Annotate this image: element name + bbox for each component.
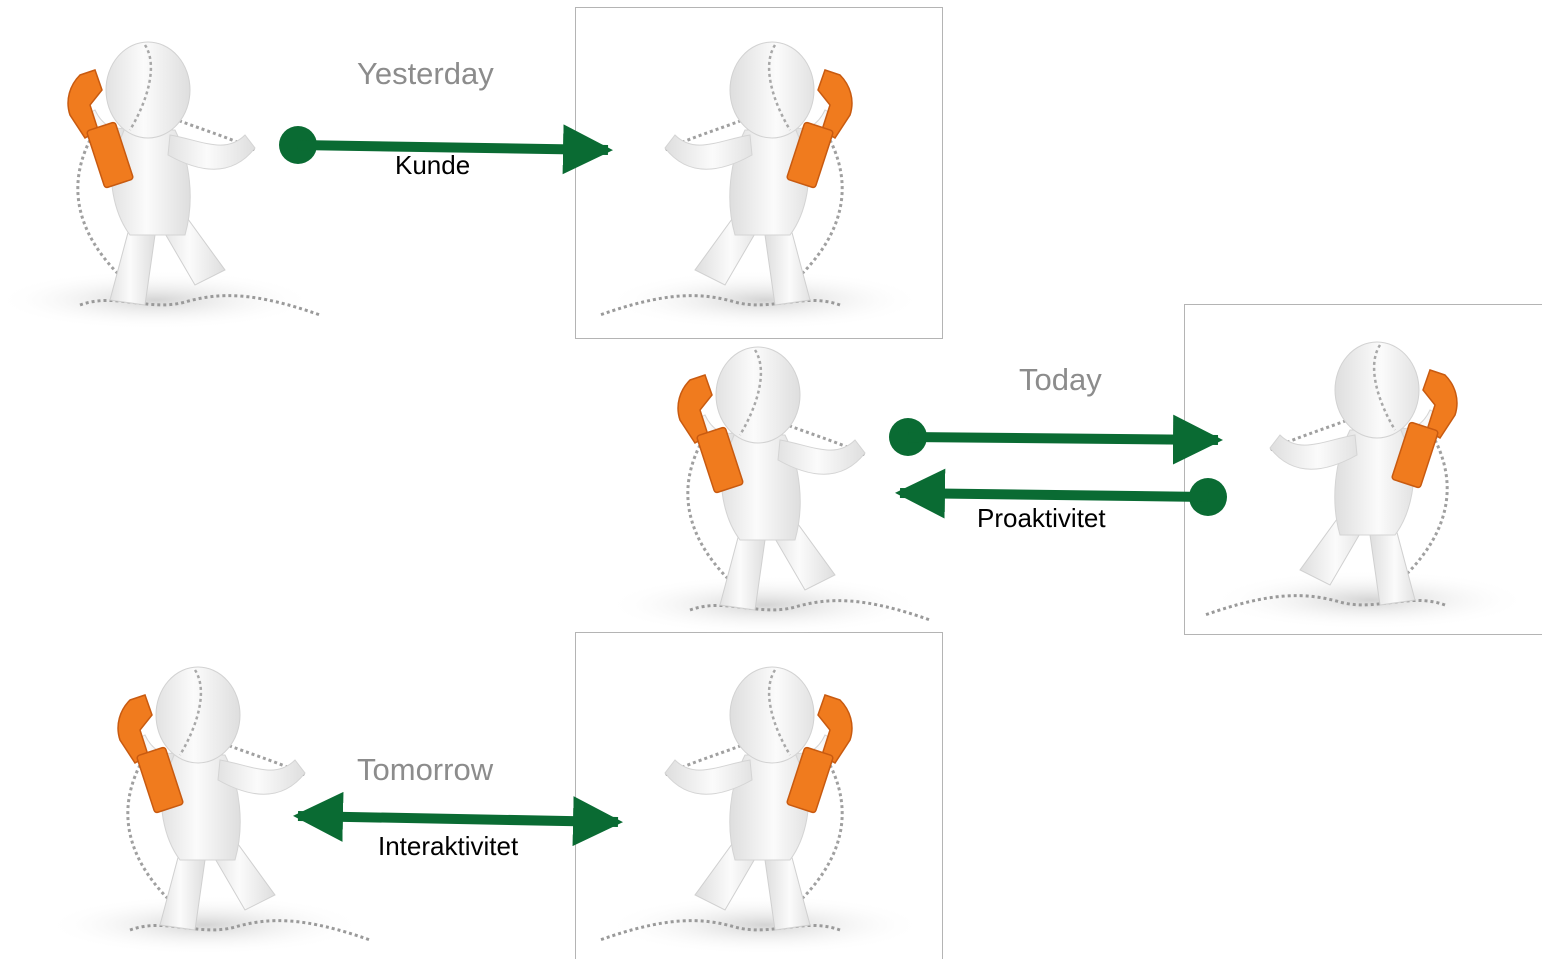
label-yesterday: Yesterday: [357, 56, 494, 91]
person-on-phone-icon: [598, 665, 927, 957]
label-kunde: Kunde: [395, 150, 471, 180]
person-on-phone-icon: [1203, 340, 1532, 632]
person-on-phone-icon: [598, 40, 927, 332]
label-tomorrow: Tomorrow: [357, 752, 494, 787]
frame-today-right: [1184, 304, 1542, 635]
arrow-today-outgoing: [889, 414, 1223, 465]
label-interaktivitet: Interaktivitet: [378, 831, 519, 861]
person-on-phone-icon: [0, 40, 322, 332]
person-on-phone-icon: [603, 345, 932, 637]
arrow-today-incoming: [895, 468, 1227, 519]
arrow-tomorrow-two-way: [293, 791, 623, 847]
person-on-phone-icon: [43, 665, 372, 957]
arrow-yesterday-one-way: [279, 124, 613, 175]
label-proaktivitet: Proaktivitet: [977, 503, 1106, 533]
label-today: Today: [1019, 362, 1102, 397]
